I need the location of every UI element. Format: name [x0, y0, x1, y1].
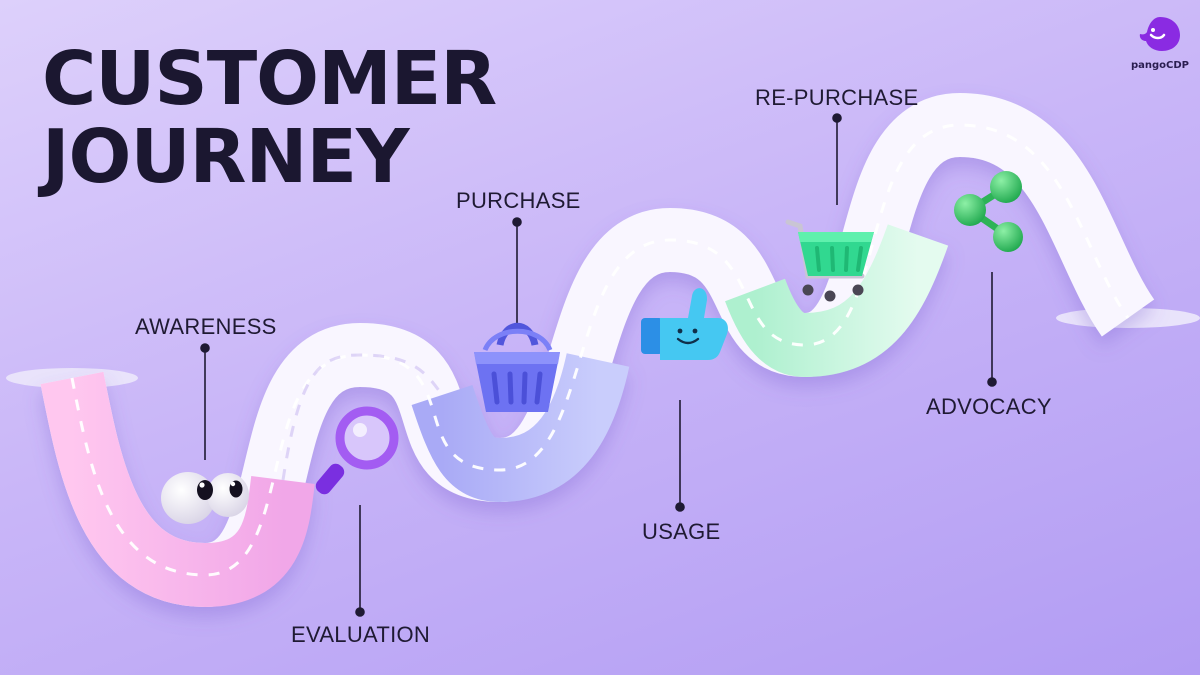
pangolin-logo-icon: [1139, 17, 1180, 51]
awareness-leader-dot: [200, 343, 210, 353]
stage-label-usage: USAGE: [642, 519, 721, 544]
thumbs-up-icon: [641, 288, 728, 360]
stage-label-repurchase: RE-PURCHASE: [755, 85, 919, 110]
evaluation-leader-dot: [355, 607, 365, 617]
usage-leader-dot: [675, 502, 685, 512]
stage-label-purchase: PURCHASE: [456, 188, 581, 213]
page-title-line-1: CUSTOMER: [42, 36, 497, 122]
magnifier-icon: [315, 406, 399, 495]
repurchase-leader-dot: [832, 113, 842, 123]
road-center-line: [70, 123, 1130, 577]
road-segment-purchase: [411, 352, 630, 503]
stage-label-advocacy: ADVOCACY: [926, 394, 1052, 419]
stage-label-evaluation: EVALUATION: [291, 622, 431, 647]
brand-logo: pangoCDP: [1128, 14, 1192, 71]
advocacy-leader-dot: [987, 377, 997, 387]
stage-label-awareness: AWARENESS: [135, 314, 277, 339]
shopping-cart-icon: [785, 219, 874, 302]
share-icon: [954, 171, 1023, 252]
purchase-leader-dot: [512, 217, 522, 227]
road-center-line-tint: [281, 353, 444, 481]
basket-icon: [474, 322, 560, 412]
brand-name: pangoCDP: [1130, 60, 1190, 71]
eyes-icon: [161, 472, 249, 524]
page-title-line-2: JOURNEY: [42, 114, 410, 200]
